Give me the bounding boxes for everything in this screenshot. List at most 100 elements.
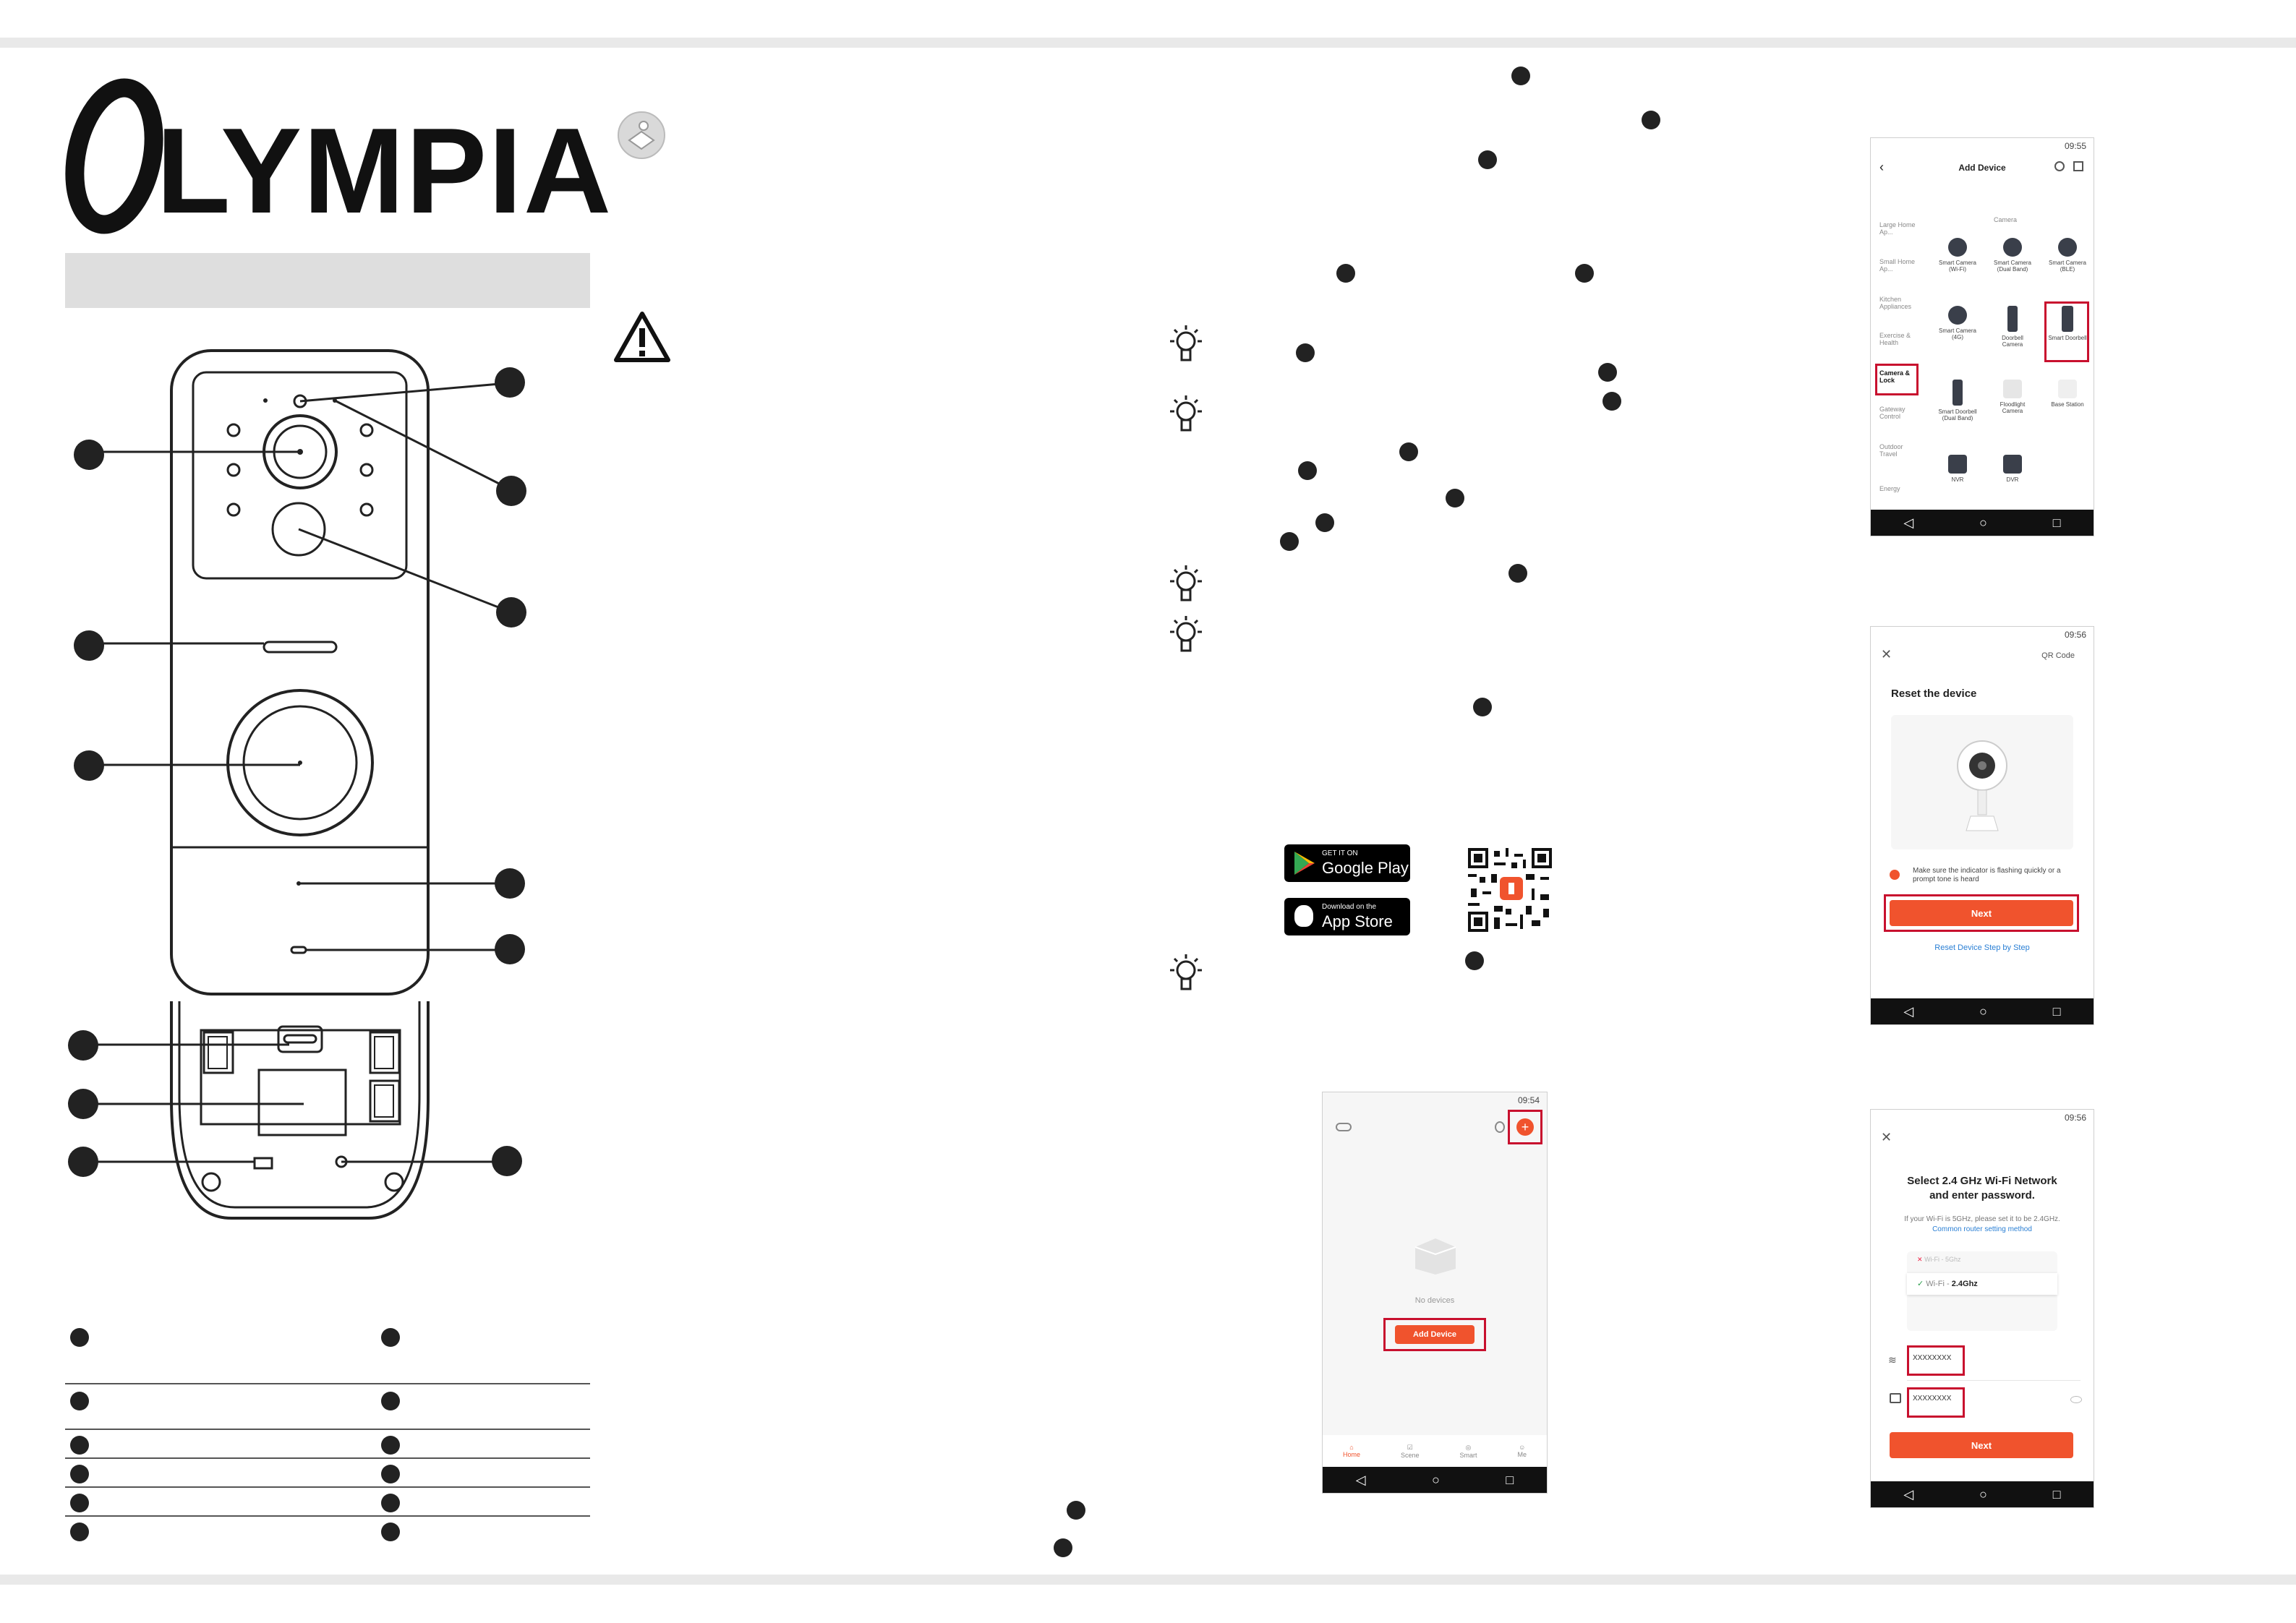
inline-dot — [1067, 1501, 1085, 1520]
nav-recents-icon[interactable]: □ — [1506, 1472, 1514, 1487]
add-icon[interactable]: + — [1516, 1118, 1534, 1136]
warning-icon — [613, 311, 671, 367]
highlight-box — [1383, 1318, 1486, 1351]
device-tile[interactable]: NVR — [1936, 455, 1979, 483]
app-store-badge[interactable]: Download on the App Store — [1284, 898, 1410, 935]
callout-dot — [74, 440, 104, 470]
tab-home[interactable]: ⌂Home — [1342, 1444, 1360, 1458]
device-tile[interactable]: Smart Camera (Wi-Fi) — [1936, 238, 1979, 273]
add-device-button[interactable]: Add Device — [1395, 1325, 1475, 1344]
next-button[interactable]: Next — [1890, 1432, 2073, 1458]
password-field[interactable]: XXXXXXXX — [1913, 1395, 1952, 1403]
inline-dot — [1298, 461, 1317, 480]
nav-home-icon[interactable]: ○ — [1979, 1486, 1987, 1502]
android-nav-bar: ◁ ○ □ — [1871, 510, 2094, 536]
back-icon[interactable]: ‹ — [1879, 160, 1884, 174]
tip-lightbulb-icon — [1170, 395, 1202, 432]
reset-steps-link[interactable]: Reset Device Step by Step — [1934, 943, 2030, 952]
device-tile[interactable]: Smart Camera (BLE) — [2046, 238, 2089, 273]
device-tile[interactable]: Floodlight Camera — [1991, 380, 2034, 414]
tab-me[interactable]: ☺Me — [1517, 1444, 1527, 1458]
nav-back-icon[interactable]: ◁ — [1903, 1486, 1914, 1502]
highlight-box — [1508, 1110, 1542, 1144]
inline-dot — [1336, 264, 1355, 283]
highlight-box — [1884, 894, 2079, 932]
app-store-line2: App Store — [1322, 912, 1393, 930]
highlight-box — [1875, 364, 1919, 395]
bottom-tab-bar: ⌂Home ☑Scene ◎Smart ☺Me — [1323, 1435, 1547, 1467]
android-nav-bar: ◁ ○ □ — [1871, 1481, 2094, 1507]
nav-recents-icon[interactable]: □ — [2052, 1003, 2061, 1019]
inline-dot — [1478, 150, 1497, 169]
legend-dot — [70, 1392, 89, 1410]
legend-divider — [65, 1457, 590, 1459]
nav-recents-icon[interactable]: □ — [2052, 515, 2061, 530]
legend-dot — [381, 1436, 400, 1455]
mic-icon[interactable] — [1495, 1121, 1505, 1133]
router-setting-link[interactable]: Common router setting method — [1932, 1225, 2032, 1233]
highlight-box — [1907, 1345, 1965, 1376]
callout-dot — [495, 367, 525, 398]
legend-divider — [65, 1429, 590, 1430]
callout-dot — [68, 1030, 98, 1061]
inline-dot — [1642, 111, 1660, 129]
checkbox-checked-icon[interactable] — [1890, 870, 1900, 880]
callout-dot — [74, 750, 104, 781]
home-menu-icon[interactable] — [1336, 1123, 1352, 1131]
nav-home-icon[interactable]: ○ — [1979, 1003, 1987, 1019]
tip-lightbulb-icon — [1170, 954, 1202, 990]
tab-scene[interactable]: ☑Scene — [1400, 1443, 1420, 1459]
legend-dot — [70, 1465, 89, 1483]
device-tile[interactable]: Base Station — [2046, 380, 2089, 408]
inline-dot — [1315, 513, 1334, 532]
google-play-badge[interactable]: GET IT ON Google Play — [1284, 844, 1410, 882]
logo-wordmark: LYMPIA — [156, 103, 613, 239]
field-underline — [1907, 1380, 2081, 1381]
nav-back-icon[interactable]: ◁ — [1903, 515, 1914, 530]
check-text: Make sure the indicator is flashing quic… — [1913, 867, 2061, 883]
close-icon[interactable]: ✕ — [1881, 1130, 1892, 1144]
legend-dot — [70, 1494, 89, 1512]
device-tile[interactable]: Doorbell Camera — [1991, 306, 2034, 348]
device-tile[interactable]: Smart Camera (Dual Band) — [1991, 238, 2034, 273]
category-item[interactable]: Gateway Control — [1879, 406, 1905, 420]
olympia-logo: LYMPIA — [64, 71, 611, 237]
device-tile-smart-doorbell[interactable]: Smart Doorbell — [2046, 306, 2089, 341]
status-time: 09:54 — [1517, 1095, 1540, 1105]
category-item[interactable]: Exercise & Health — [1879, 332, 1911, 346]
callout-dot — [495, 868, 525, 899]
device-tile[interactable]: Smart Doorbell (Dual Band) — [1936, 380, 1979, 421]
nav-home-icon[interactable]: ○ — [1979, 515, 1987, 530]
category-item[interactable]: Outdoor Travel — [1879, 443, 1903, 458]
category-item[interactable]: Energy — [1879, 485, 1900, 492]
radar-icon[interactable] — [2054, 161, 2065, 171]
category-item[interactable]: Small Home Ap... — [1879, 258, 1916, 273]
close-icon[interactable]: ✕ — [1881, 647, 1892, 661]
doorbell-diagram — [88, 349, 508, 1220]
inline-dot — [1575, 264, 1594, 283]
category-item-selected[interactable]: Camera & Lock — [1879, 369, 1911, 384]
qr-code-link[interactable]: QR Code — [2041, 651, 2075, 660]
legend-divider — [65, 1486, 590, 1488]
nav-back-icon[interactable]: ◁ — [1355, 1472, 1366, 1487]
google-play-line1: GET IT ON — [1322, 849, 1358, 857]
wifi-24-row: ✓ Wi-Fi - 2.4Ghz — [1907, 1273, 2057, 1295]
inline-dot — [1511, 67, 1530, 85]
wifi-hint: If your Wi-Fi is 5GHz, please set it to … — [1904, 1215, 2060, 1223]
legend-dot — [70, 1436, 89, 1455]
category-item[interactable]: Large Home Ap... — [1879, 221, 1916, 236]
inline-dot — [1508, 564, 1527, 583]
device-tile[interactable]: Smart Camera (4G) — [1936, 306, 1979, 341]
ssid-field[interactable]: XXXXXXXX — [1913, 1354, 1952, 1362]
nav-recents-icon[interactable]: □ — [2052, 1486, 2061, 1502]
category-item[interactable]: Kitchen Appliances — [1879, 296, 1912, 310]
next-button[interactable]: Next — [1890, 900, 2073, 926]
scan-icon[interactable] — [2073, 161, 2083, 171]
nav-back-icon[interactable]: ◁ — [1903, 1003, 1914, 1019]
tab-smart[interactable]: ◎Smart — [1459, 1443, 1477, 1459]
profile-icon: ☺ — [1519, 1444, 1526, 1451]
nav-home-icon[interactable]: ○ — [1432, 1472, 1440, 1487]
page-title: Add Device — [1958, 163, 2006, 173]
device-tile[interactable]: DVR — [1991, 455, 2034, 483]
show-password-icon[interactable] — [2070, 1396, 2082, 1403]
